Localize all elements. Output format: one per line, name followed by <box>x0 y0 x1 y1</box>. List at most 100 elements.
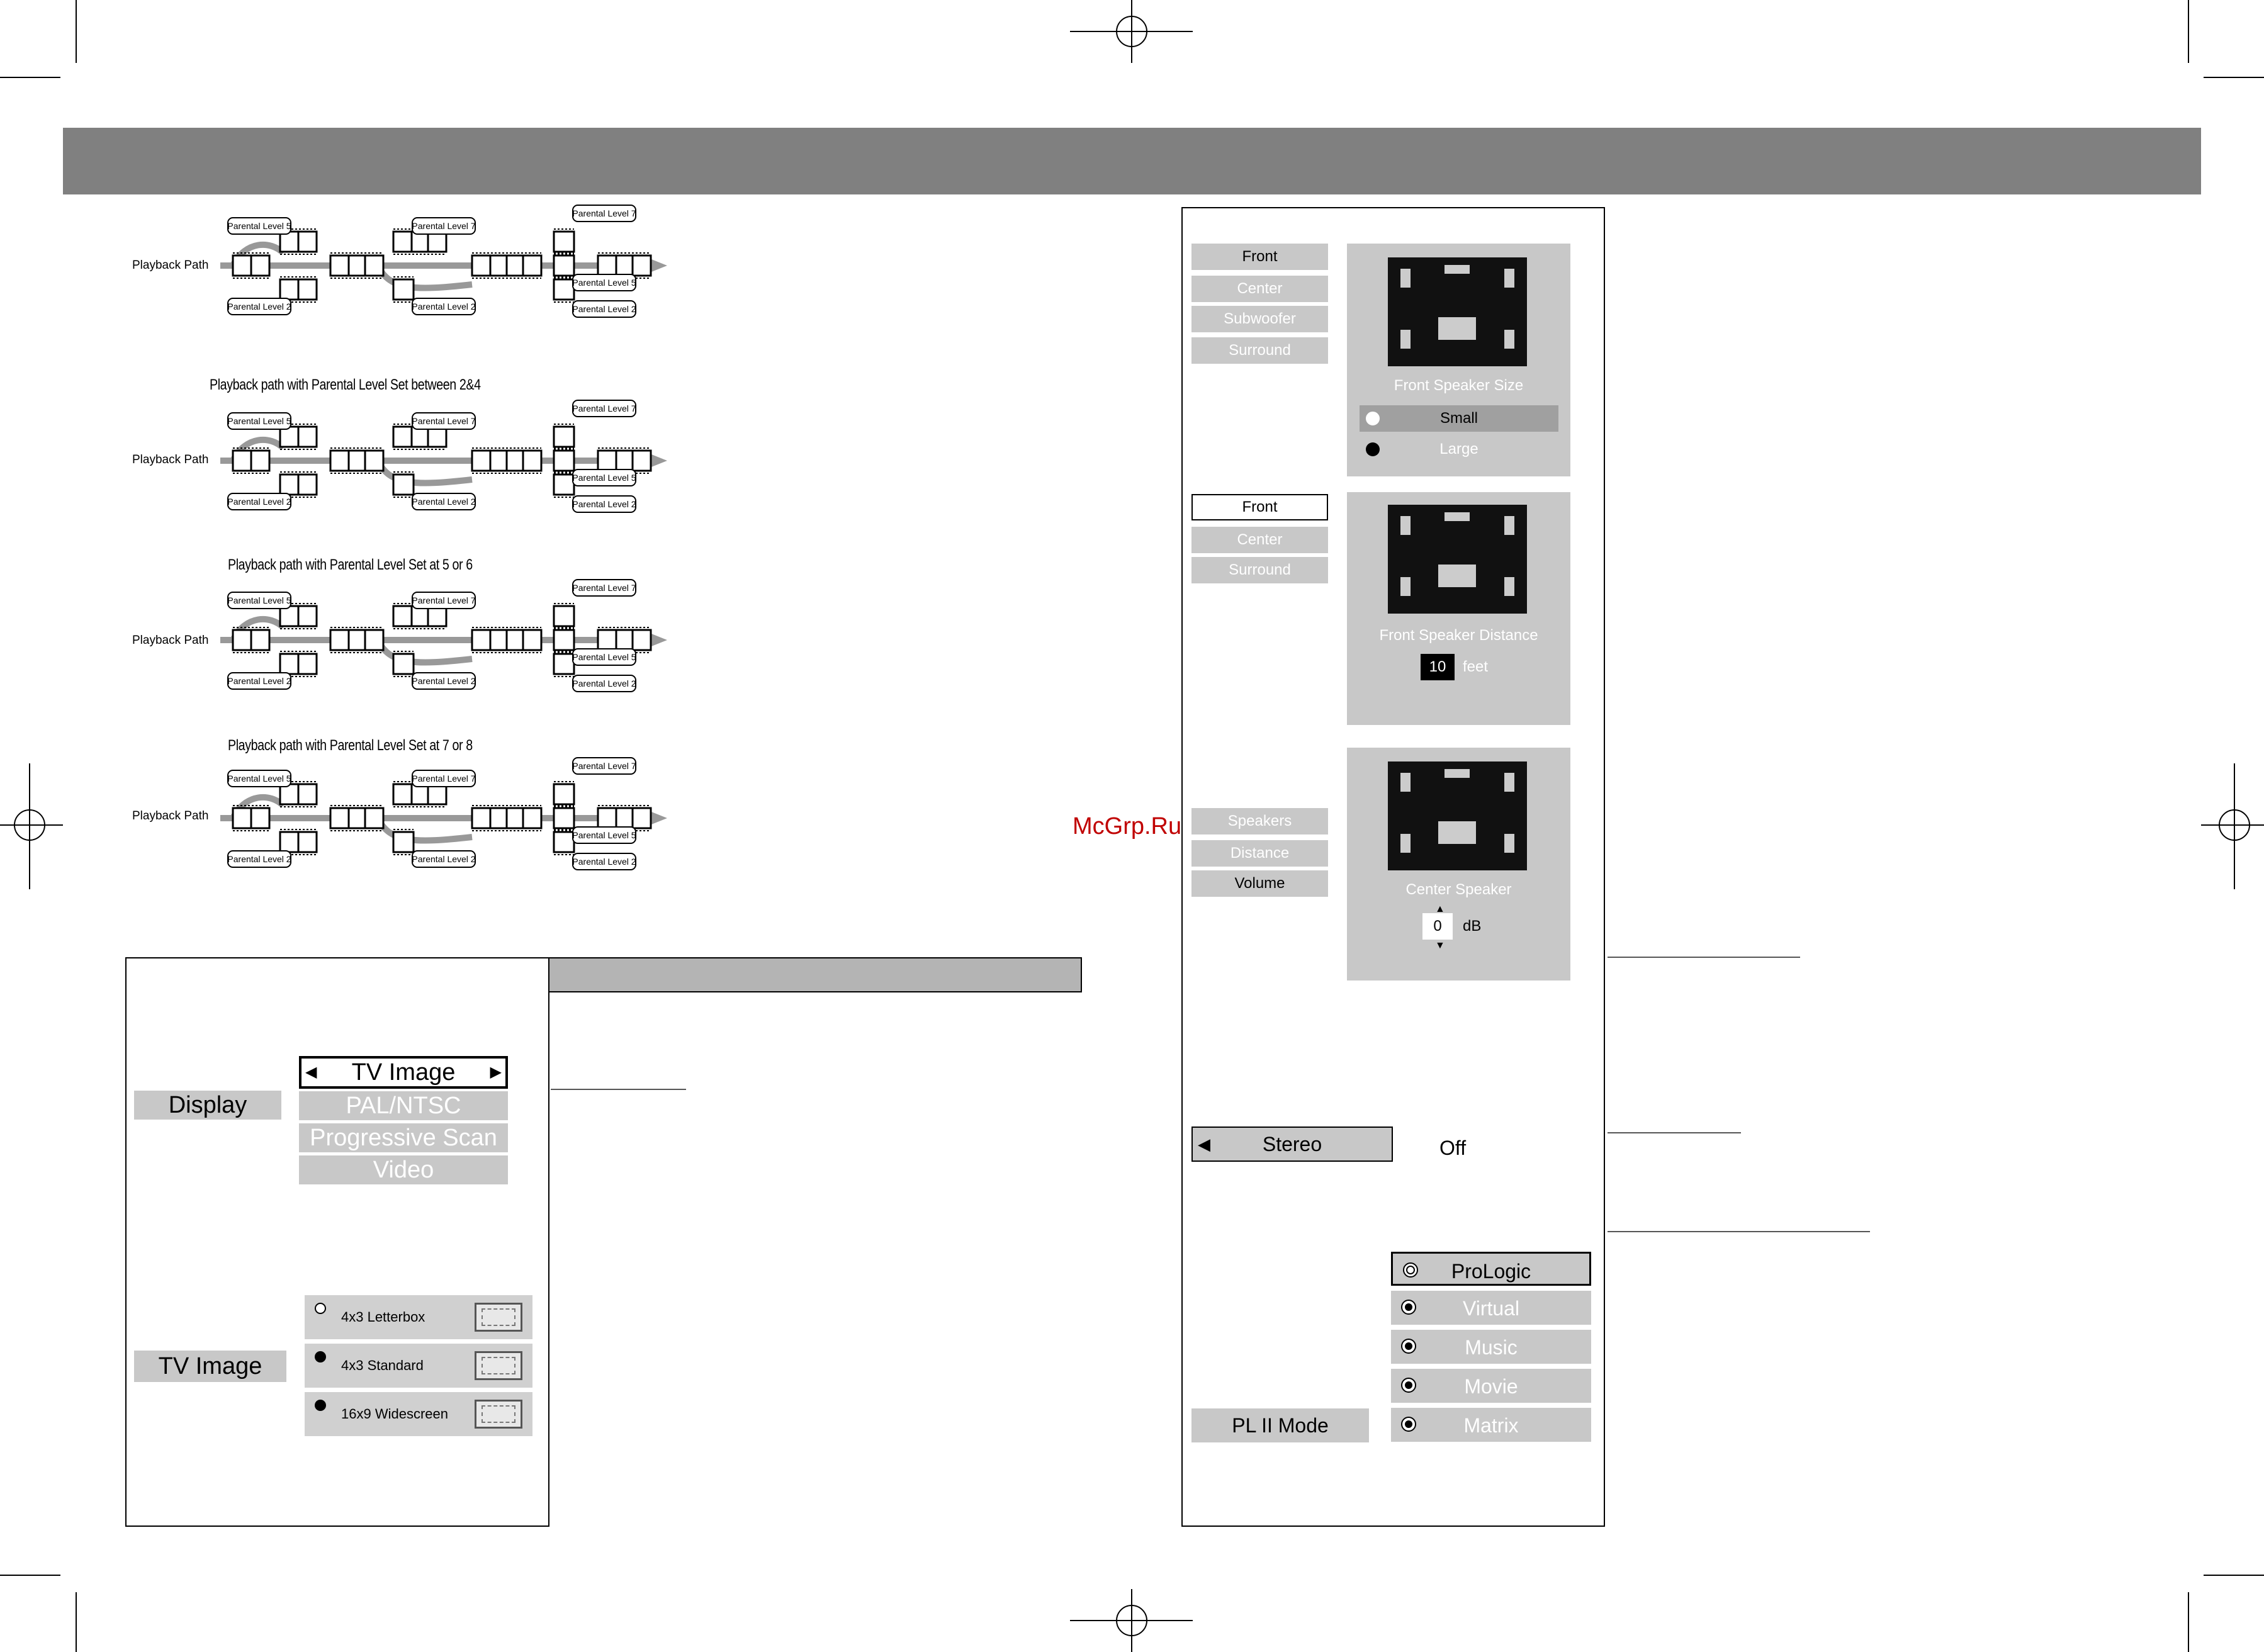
svg-text:Parental Level 2: Parental Level 2 <box>412 854 475 864</box>
front-speaker-size-caption: Front Speaker Size <box>1394 377 1524 394</box>
crop-mark <box>0 77 60 78</box>
speaker-layout-icon <box>1388 257 1527 366</box>
registration-mark-left <box>0 763 63 889</box>
divider <box>1608 957 1800 958</box>
aspect-option-letterbox[interactable]: 4x3 Letterbox <box>305 1295 532 1339</box>
radio-icon[interactable] <box>1366 442 1380 456</box>
menu-item-front[interactable]: Front <box>1191 494 1328 520</box>
pl2-option-prologic[interactable]: ProLogic <box>1391 1252 1591 1286</box>
crop-mark <box>2204 1575 2264 1576</box>
playback-path-diagram: Parental Level 5 Parental Level 2 Parental… <box>220 579 667 692</box>
pl2-option-movie[interactable]: Movie <box>1391 1369 1591 1403</box>
tag-parental-level-5: Parental Level 5 <box>572 826 636 844</box>
playback-title-2: Playback path with Parental Level Set at… <box>228 556 473 573</box>
size-option-small[interactable]: Small <box>1360 405 1558 432</box>
svg-text:Parental Level 7: Parental Level 7 <box>412 595 475 605</box>
tag-parental-level-2: Parental Level 2 <box>412 493 476 510</box>
svg-text:Parental Level 2: Parental Level 2 <box>227 497 291 507</box>
playback-path-label: Playback Path <box>132 453 209 466</box>
menu-item-speakers[interactable]: Speakers <box>1191 808 1328 834</box>
registration-mark-top <box>1070 0 1193 63</box>
tag-parental-level-7: Parental Level 7 <box>572 400 636 417</box>
radio-icon[interactable] <box>1366 412 1380 425</box>
svg-text:Parental Level 7: Parental Level 7 <box>412 221 475 231</box>
aspect-option-label: 4x3 Letterbox <box>341 1309 425 1325</box>
radio-icon[interactable] <box>1403 1262 1418 1278</box>
radio-icon[interactable] <box>315 1303 326 1314</box>
tag-parental-level-2: Parental Level 2 <box>572 495 636 513</box>
down-arrow-icon[interactable]: ▼ <box>1435 940 1445 951</box>
svg-text:Parental Level 5: Parental Level 5 <box>572 830 636 840</box>
menu-item-pal-ntsc[interactable]: PAL/NTSC <box>299 1091 508 1120</box>
center-speaker-box: Center Speaker ▲ 0 dB ▼ <box>1347 748 1570 981</box>
menu-item-center[interactable]: Center <box>1191 527 1328 553</box>
radio-icon[interactable] <box>1401 1300 1416 1315</box>
menu-item-front[interactable]: Front <box>1191 244 1328 270</box>
menu-item-volume[interactable]: Volume <box>1191 870 1328 897</box>
distance-unit: feet <box>1463 658 1489 675</box>
up-arrow-icon[interactable]: ▲ <box>1435 904 1445 914</box>
distance-value[interactable]: 10 <box>1421 654 1455 680</box>
watermark: McGrp.Ru <box>1073 813 1182 840</box>
menu-item-label: TV Image <box>351 1059 456 1086</box>
svg-text:Parental Level 2: Parental Level 2 <box>227 676 291 686</box>
menu-item-progressive-scan[interactable]: Progressive Scan <box>299 1123 508 1152</box>
tag-parental-level-7: Parental Level 7 <box>412 412 476 430</box>
divider <box>1608 1231 1870 1232</box>
radio-icon[interactable] <box>1401 1339 1416 1354</box>
radio-icon[interactable] <box>315 1400 326 1411</box>
tag-parental-level-7: Parental Level 7 <box>572 579 636 597</box>
playback-title-1: Playback path with Parental Level Set be… <box>210 376 481 393</box>
svg-text:Parental Level 2: Parental Level 2 <box>227 301 291 312</box>
volume-value[interactable]: 0 <box>1422 913 1453 940</box>
radio-icon[interactable] <box>1401 1417 1416 1432</box>
pl2-option-music[interactable]: Music <box>1391 1330 1591 1364</box>
menu-item-video[interactable]: Video <box>299 1155 508 1184</box>
size-option-large[interactable]: Large <box>1360 436 1558 463</box>
right-arrow-icon[interactable]: ▶ <box>490 1064 502 1081</box>
svg-text:Parental Level 7: Parental Level 7 <box>572 208 636 218</box>
playback-path-diagram: Parental Level 5 Parental Level 2 Parental… <box>220 757 667 870</box>
crop-mark <box>2188 0 2189 63</box>
divider <box>1608 1132 1741 1133</box>
aspect-option-widescreen[interactable]: 16x9 Widescreen <box>305 1392 532 1436</box>
tv-image-button[interactable]: TV Image <box>134 1351 286 1382</box>
menu-item-surround[interactable]: Surround <box>1191 557 1328 583</box>
radio-icon[interactable] <box>315 1351 326 1363</box>
section-header-bar <box>548 957 1082 992</box>
menu-item-surround[interactable]: Surround <box>1191 337 1328 364</box>
menu-item-distance[interactable]: Distance <box>1191 840 1328 867</box>
tag-parental-level-5: Parental Level 5 <box>227 770 291 787</box>
front-speaker-distance-caption: Front Speaker Distance <box>1379 627 1538 644</box>
display-button[interactable]: Display <box>134 1091 281 1120</box>
menu-item-center[interactable]: Center <box>1191 276 1328 302</box>
standard-screen-icon <box>475 1351 522 1380</box>
svg-text:Parental Level 7: Parental Level 7 <box>412 773 475 784</box>
pl2-mode-button[interactable]: PL II Mode <box>1191 1408 1369 1442</box>
left-arrow-icon[interactable]: ◀ <box>1198 1135 1210 1154</box>
speaker-layout-icon <box>1388 505 1527 614</box>
svg-text:Parental Level 5: Parental Level 5 <box>227 595 291 605</box>
stereo-button[interactable]: ◀ Stereo <box>1191 1127 1393 1162</box>
radio-icon[interactable] <box>1401 1378 1416 1393</box>
menu-item-subwoofer[interactable]: Subwoofer <box>1191 306 1328 332</box>
tag-parental-level-2: Parental Level 2 <box>227 672 291 690</box>
tag-parental-level-2: Parental Level 2 <box>572 675 636 692</box>
pl2-option-label: Virtual <box>1462 1297 1520 1320</box>
pl2-option-matrix[interactable]: Matrix <box>1391 1408 1591 1442</box>
display-menu-panel <box>125 957 549 1527</box>
aspect-option-standard[interactable]: 4x3 Standard <box>305 1344 532 1388</box>
widescreen-screen-icon <box>475 1400 522 1429</box>
pl2-option-virtual[interactable]: Virtual <box>1391 1291 1591 1325</box>
tag-parental-level-7: Parental Level 7 <box>412 217 476 235</box>
speaker-layout-icon <box>1388 761 1527 870</box>
left-arrow-icon[interactable]: ◀ <box>305 1064 317 1081</box>
tag-parental-level-2: Parental Level 2 <box>227 850 291 868</box>
svg-text:Parental Level 5: Parental Level 5 <box>572 473 636 483</box>
pl2-option-label: ProLogic <box>1451 1260 1531 1283</box>
letterbox-screen-icon <box>475 1303 522 1332</box>
tag-parental-level-5: Parental Level 5 <box>572 648 636 666</box>
speaker-size-box: Front Speaker Size Small Large <box>1347 244 1570 476</box>
menu-item-tv-image[interactable]: ◀ TV Image ▶ <box>299 1056 508 1089</box>
